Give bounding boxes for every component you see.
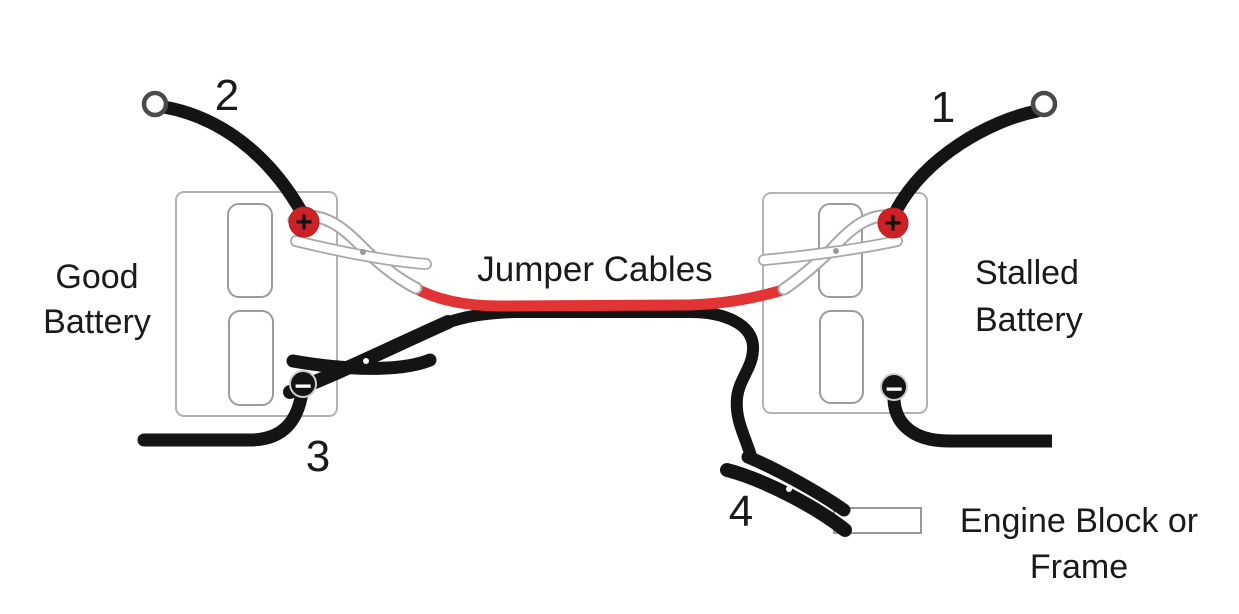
terminal-positive-stalled-symbol: +	[884, 207, 902, 240]
clamp-ground	[720, 463, 852, 537]
terminal-negative-good	[289, 370, 317, 398]
clamp-ground-pivot	[786, 486, 792, 492]
good-battery-cell-bottom	[228, 310, 274, 406]
step-4-label: 4	[728, 487, 754, 536]
clamp-positive-good-handle	[291, 236, 431, 269]
ring-terminal-right	[1030, 90, 1058, 118]
cable-step2-good-positive	[157, 100, 308, 218]
clamp-negative-good-handle	[286, 353, 437, 375]
ring-terminal-left	[141, 90, 169, 118]
black-jumper-cable-negative	[434, 306, 759, 462]
clamp-positive-stalled-handle	[759, 236, 902, 265]
good-battery-label: Good Battery	[43, 258, 151, 341]
cable-step1-stalled-positive	[890, 104, 1044, 216]
terminal-negative-stalled	[880, 373, 908, 401]
terminal-negative-stalled-symbol: −	[885, 373, 903, 406]
step-2-label: 2	[214, 71, 240, 120]
terminal-negative-good-symbol: −	[294, 370, 312, 403]
good-battery-cell-top	[227, 203, 273, 298]
terminal-positive-stalled	[877, 207, 909, 239]
clamp-ground-handle	[741, 450, 851, 517]
cable-step3-good-negative	[137, 385, 309, 447]
terminal-positive-good-symbol: +	[295, 206, 313, 239]
step-3-label: 3	[305, 432, 331, 481]
stalled-battery-label: Stalled Battery	[975, 254, 1083, 339]
clamp-negative-good-pivot	[363, 358, 369, 364]
red-jumper-cable-positive	[407, 281, 792, 312]
terminal-positive-good	[288, 206, 320, 238]
cable-stalled-negative-lead	[887, 394, 1052, 448]
engine-block-label: Engine Block or Frame	[959, 502, 1199, 586]
jumper-cables-label: Jumper Cables	[477, 250, 713, 289]
step-1-label: 1	[930, 83, 956, 132]
clamp-positive-good-pivot	[360, 249, 366, 255]
stalled-battery-cell-bottom	[819, 310, 864, 404]
clamp-positive-stalled-pivot	[833, 248, 839, 254]
